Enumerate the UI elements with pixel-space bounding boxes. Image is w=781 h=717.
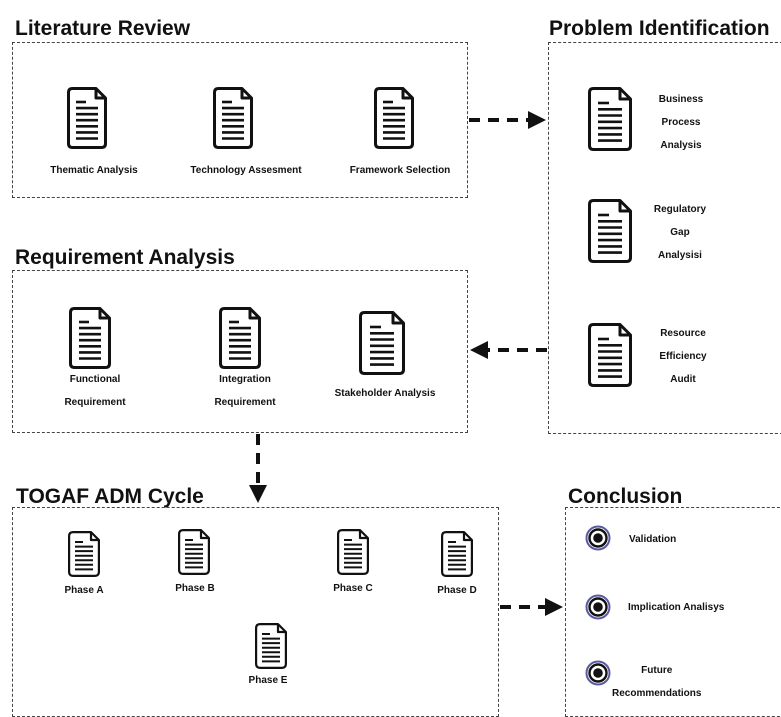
technology-assesment-label: Technology Assesment <box>190 165 302 176</box>
integration-requirement-label: Integration Requirement <box>214 374 276 408</box>
resource-efficiency-audit-label: Resource Efficiency Audit <box>659 328 707 385</box>
phase-c-label: Phase C <box>333 583 373 594</box>
implication-analisys-label: Implication Analisys <box>628 602 725 613</box>
togaf-adm-cycle-title: TOGAF ADM Cycle <box>16 485 204 508</box>
technology-assesment-document-icon <box>212 86 254 150</box>
phase-d-label: Phase D <box>437 585 477 596</box>
literature-review-box <box>12 42 468 198</box>
literature-review-title: Literature Review <box>15 17 191 40</box>
validation-label: Validation <box>629 534 677 545</box>
phase-e-label: Phase E <box>248 675 288 686</box>
problem-identification-box <box>548 42 781 434</box>
future-recommendations-target-icon <box>585 660 611 686</box>
requirement-analysis-title: Requirement Analysis <box>15 246 235 269</box>
functional-requirement-label: Functional Requirement <box>64 374 126 408</box>
framework-selection-document-icon <box>373 86 415 150</box>
problem-identification-title: Problem Identification <box>549 17 770 40</box>
framework-selection-label: Framework Selection <box>349 165 451 176</box>
phase-d-document-icon <box>440 530 474 578</box>
business-process-analysis-document-icon <box>587 86 633 152</box>
phase-a-document-icon <box>67 530 101 578</box>
integration-requirement-document-icon <box>218 306 262 370</box>
requirement-analysis-box <box>12 270 468 433</box>
phase-c-document-icon <box>336 528 370 576</box>
stakeholder-analysis-document-icon <box>358 310 406 376</box>
regulatory-gap-analysis-label: Regulatory Gap Analysisi <box>653 204 707 261</box>
arrow-requirement-to-togaf <box>249 434 267 503</box>
implication-analisys-target-icon <box>585 594 611 620</box>
conclusion-title: Conclusion <box>568 485 683 508</box>
arrow-literature-to-problem <box>469 111 546 129</box>
validation-target-icon <box>585 525 611 551</box>
regulatory-gap-analysis-document-icon <box>587 198 633 264</box>
stakeholder-analysis-label: Stakeholder Analysis <box>334 388 436 399</box>
future-recommendations-label: Future Recommendations <box>612 665 702 699</box>
phase-b-document-icon <box>177 528 211 576</box>
functional-requirement-document-icon <box>68 306 112 370</box>
resource-efficiency-audit-document-icon <box>587 322 633 388</box>
arrow-problem-to-requirement <box>470 341 547 359</box>
arrow-togaf-to-conclusion <box>500 598 563 616</box>
phase-b-label: Phase B <box>175 583 215 594</box>
thematic-analysis-label: Thematic Analysis <box>50 165 138 176</box>
thematic-analysis-document-icon <box>66 86 108 150</box>
phase-a-label: Phase A <box>64 585 104 596</box>
phase-e-document-icon <box>254 622 288 670</box>
business-process-analysis-label: Business Process Analysis <box>658 94 704 151</box>
